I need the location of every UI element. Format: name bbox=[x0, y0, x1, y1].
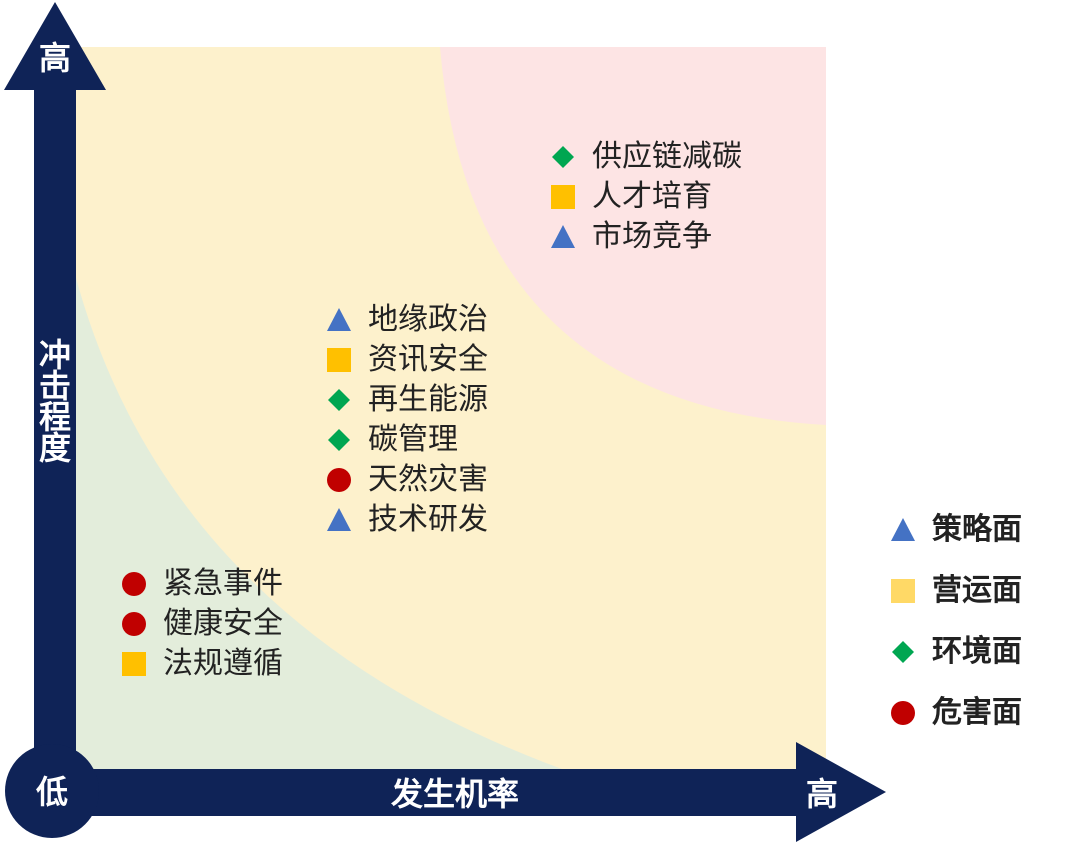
risk-item-label: 人才培育 bbox=[592, 179, 712, 214]
legend-item: 危害面 bbox=[890, 693, 1022, 733]
triangle-icon bbox=[891, 518, 915, 541]
x-axis-high-label: 高 bbox=[805, 775, 838, 813]
diamond-icon bbox=[328, 429, 350, 451]
diamond-icon bbox=[892, 641, 914, 663]
legend-item-label: 危害面 bbox=[932, 695, 1022, 730]
triangle-icon bbox=[327, 308, 351, 331]
risk-item-label: 再生能源 bbox=[368, 382, 488, 417]
risk-item: 碳管理 bbox=[326, 420, 458, 460]
risk-item: 市场竞争 bbox=[550, 217, 712, 257]
risk-item: 再生能源 bbox=[326, 380, 488, 420]
y-axis-arrowhead bbox=[4, 2, 106, 90]
zone-low bbox=[55, 175, 640, 795]
circle-icon bbox=[891, 701, 915, 725]
legend-item: 营运面 bbox=[890, 571, 1022, 611]
risk-item-label: 碳管理 bbox=[368, 422, 458, 457]
risk-item-label: 供应链减碳 bbox=[592, 139, 742, 174]
risk-item-label: 天然灾害 bbox=[368, 462, 488, 497]
diamond-icon bbox=[552, 146, 574, 168]
risk-item: 人才培育 bbox=[550, 177, 712, 217]
square-icon bbox=[891, 579, 915, 603]
square-icon bbox=[122, 652, 146, 676]
circle-icon bbox=[327, 468, 351, 492]
triangle-icon bbox=[551, 225, 575, 248]
risk-item-label: 市场竞争 bbox=[592, 219, 712, 254]
legend-item-label: 营运面 bbox=[932, 573, 1022, 608]
x-axis-bar bbox=[55, 769, 800, 816]
origin-circle bbox=[5, 744, 99, 838]
risk-item: 天然灾害 bbox=[326, 460, 488, 500]
square-icon bbox=[551, 185, 575, 209]
x-axis-label: 发生机率 bbox=[390, 775, 519, 813]
y-axis-label-char: 度 bbox=[38, 429, 71, 467]
y-axis-label-char: 击 bbox=[38, 367, 71, 405]
y-axis-bar bbox=[34, 88, 76, 788]
y-axis-label: 冲击程度 bbox=[35, 336, 75, 467]
y-axis-label-char: 冲 bbox=[38, 336, 71, 374]
risk-item-label: 地缘政治 bbox=[368, 302, 488, 337]
risk-item: 资讯安全 bbox=[326, 340, 488, 380]
risk-item-label: 紧急事件 bbox=[163, 566, 283, 601]
risk-item: 健康安全 bbox=[121, 604, 283, 644]
diamond-icon bbox=[328, 389, 350, 411]
risk-item: 紧急事件 bbox=[121, 564, 283, 604]
legend-item-label: 环境面 bbox=[932, 634, 1022, 669]
risk-item: 法规遵循 bbox=[121, 644, 283, 684]
risk-item: 技术研发 bbox=[326, 500, 488, 540]
circle-icon bbox=[122, 612, 146, 636]
risk-item: 地缘政治 bbox=[326, 300, 488, 340]
square-icon bbox=[327, 348, 351, 372]
y-axis-label-char: 程 bbox=[38, 398, 71, 436]
y-axis-high-label: 高 bbox=[38, 39, 71, 77]
legend-item-label: 策略面 bbox=[932, 512, 1022, 547]
risk-item-label: 法规遵循 bbox=[163, 646, 283, 681]
risk-item-label: 技术研发 bbox=[368, 502, 488, 537]
x-axis-arrowhead bbox=[796, 742, 886, 842]
legend-item: 策略面 bbox=[890, 510, 1022, 550]
risk-item-label: 健康安全 bbox=[163, 606, 283, 641]
triangle-icon bbox=[327, 508, 351, 531]
legend-item: 环境面 bbox=[890, 632, 1022, 672]
risk-item-label: 资讯安全 bbox=[368, 342, 488, 377]
origin-low-label: 低 bbox=[35, 773, 68, 811]
risk-item: 供应链减碳 bbox=[550, 137, 742, 177]
circle-icon bbox=[122, 572, 146, 596]
zone-high bbox=[440, 47, 826, 425]
